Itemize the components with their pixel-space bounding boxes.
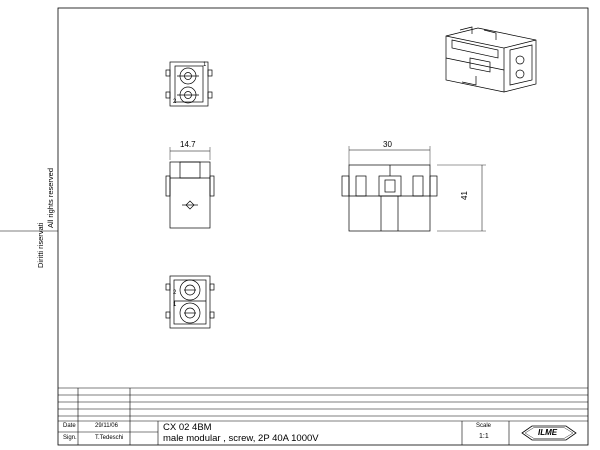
pin-label-top-2: 2 [173, 99, 177, 105]
product-code: CX 02 4BM [163, 422, 212, 433]
date-value: 29/11/06 [95, 423, 118, 429]
front-view [341, 146, 486, 232]
isometric-view [445, 26, 537, 93]
date-label: Date [63, 423, 76, 429]
side-view [165, 147, 215, 229]
product-description: male modular , screw, 2P 40A 1000V [163, 433, 319, 444]
pin-label-bottom-2: 2 [173, 290, 177, 296]
dimension-width-front: 30 [383, 140, 392, 149]
scale-label: Scale [476, 423, 492, 429]
pin-label-top-1: 1 [203, 62, 207, 68]
dimension-height-front: 41 [460, 191, 469, 200]
diritti-riservati-note: Diritti riservati [36, 222, 45, 268]
ilme-logo [521, 425, 577, 441]
bottom-face-view [165, 275, 215, 329]
top-face-view [165, 61, 213, 107]
sign-value: T.Tedeschi [95, 435, 124, 441]
scale-value: 1:1 [479, 433, 489, 440]
logo-text: ILME [538, 428, 558, 437]
all-rights-reserved-note: All rights reserved [46, 167, 55, 228]
dimension-width-side: 14.7 [180, 140, 196, 149]
pin-label-bottom-1: 1 [173, 302, 177, 308]
sign-label: Sign. [63, 435, 77, 441]
sheet-frame [57, 7, 589, 446]
title-block-frame [58, 387, 588, 445]
